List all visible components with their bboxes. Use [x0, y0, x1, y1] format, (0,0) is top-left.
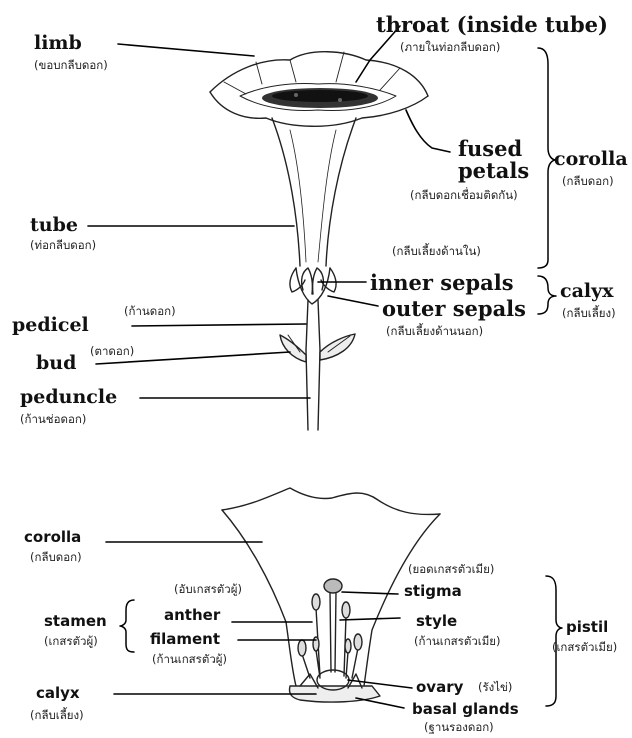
- label-pedicel: pedicel: [12, 316, 89, 335]
- label-pistil-thai: (เกสรตัวเมีย): [552, 642, 617, 654]
- label-tube: tube: [30, 216, 78, 235]
- label-outer-sepals: outer sepals: [382, 298, 526, 319]
- label-stamen-thai: (เกสรตัวผู้): [44, 636, 98, 648]
- label-anther-thai: (อับเกสรตัวผู้): [174, 584, 242, 596]
- label-limb-thai: (ขอบกลีบดอก): [34, 60, 108, 72]
- label-stigma: stigma: [404, 584, 462, 599]
- label-corolla-top: corolla: [554, 150, 628, 169]
- label-limb: limb: [34, 34, 82, 53]
- top-flower-drawing: [210, 52, 428, 430]
- label-pedicel-thai: (ก้านดอก): [124, 306, 176, 318]
- label-filament-thai: (ก้านเกสรตัวผู้): [152, 654, 227, 666]
- label-bud: bud: [36, 354, 76, 373]
- label-stamen: stamen: [44, 614, 107, 629]
- label-petals: petals: [458, 160, 529, 181]
- label-ovary: ovary: [416, 680, 463, 695]
- label-calyx-bottom: calyx: [36, 686, 80, 701]
- label-throat-thai: (ภายในท่อกลีบดอก): [400, 42, 500, 54]
- label-calyx-top-thai: (กลีบเลี้ยง): [562, 308, 616, 320]
- label-corolla-bottom-thai: (กลีบดอก): [30, 552, 82, 564]
- label-fused: fused: [458, 138, 522, 159]
- label-throat: throat (inside tube): [376, 14, 608, 35]
- label-basal-glands: basal glands: [412, 702, 519, 717]
- label-stigma-thai: (ยอดเกสรตัวเมีย): [408, 564, 494, 576]
- label-peduncle: peduncle: [20, 388, 117, 407]
- label-outer-sepals-thai: (กลีบเลี้ยงด้านนอก): [386, 326, 483, 338]
- label-basal-glands-thai: (ฐานรองดอก): [424, 722, 494, 734]
- label-bud-thai: (ตาดอก): [90, 346, 134, 358]
- label-inner-sepals: inner sepals: [370, 272, 514, 293]
- label-tube-thai: (ท่อกลีบดอก): [30, 240, 96, 252]
- label-fused-petals-thai: (กลีบดอกเชื่อมติดกัน): [410, 190, 518, 202]
- label-style-thai: (ก้านเกสรตัวเมีย): [414, 636, 501, 648]
- label-anther: anther: [164, 608, 220, 623]
- label-ovary-thai: (รังไข่): [478, 682, 512, 694]
- label-peduncle-thai: (ก้านช่อดอก): [20, 414, 86, 426]
- label-calyx-bottom-thai: (กลีบเลี้ยง): [30, 710, 84, 722]
- label-filament: filament: [150, 632, 220, 647]
- leader-lines: [88, 26, 450, 708]
- label-pistil: pistil: [566, 620, 608, 635]
- label-corolla-top-thai: (กลีบดอก): [562, 176, 614, 188]
- label-style: style: [416, 614, 457, 629]
- label-calyx-top: calyx: [560, 282, 613, 301]
- label-inner-sepals-thai: (กลีบเลี้ยงด้านใน): [392, 246, 481, 258]
- label-corolla-bottom: corolla: [24, 530, 81, 545]
